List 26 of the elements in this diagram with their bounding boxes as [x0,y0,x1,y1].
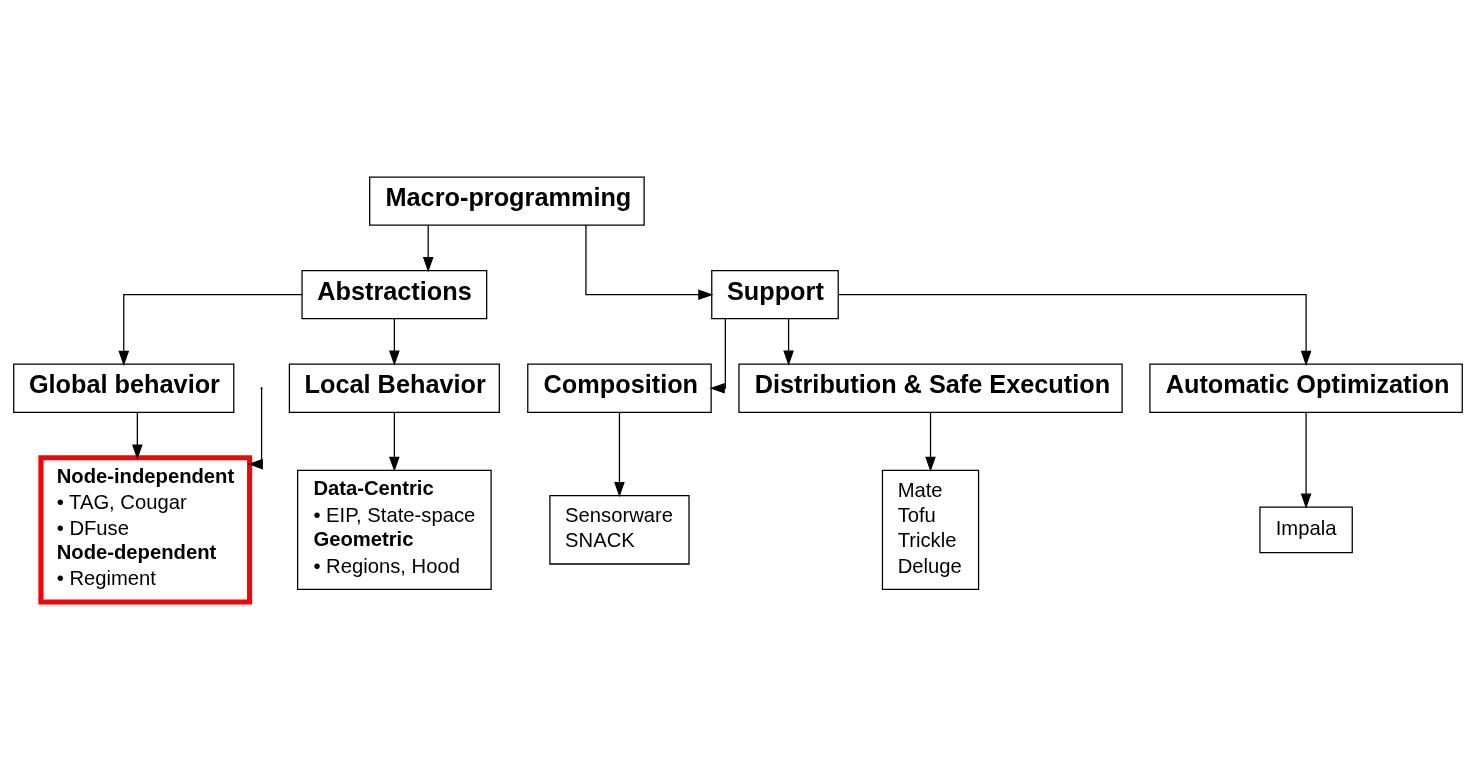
node-box: Macro-programming [369,175,645,226]
node-box: Abstractions [301,269,488,319]
node-box: Sensorware SNACK [549,494,690,565]
arrow [247,387,263,469]
node-box: Mate Tofu Trickle Deluge [881,469,980,590]
arrow [837,293,1312,366]
arrow [585,224,714,300]
node-box: Distribution & Safe Execution [738,363,1123,413]
node-box: Support [711,269,839,319]
node-box: Global behavior [13,363,235,413]
arrow [783,317,794,366]
arrow [614,411,625,497]
arrow [389,317,400,366]
arrow [389,411,400,472]
node-box: Impala [1259,505,1353,553]
arrow [132,411,143,460]
arrow [422,224,434,272]
node-box: Node-independent • TAG, Cougar • DFuse Node-dependent • Regiment [38,454,253,604]
node-box: Local Behavior [288,363,500,413]
arrow [1300,411,1312,509]
arrow [118,293,303,366]
node-box: Data-Centric • EIP, State-space Geometric • Regions, Hood [297,469,492,590]
arrow [925,411,936,472]
arrow [709,317,726,394]
node-box: Automatic Optimization [1149,363,1463,413]
node-box: Composition [527,363,712,413]
